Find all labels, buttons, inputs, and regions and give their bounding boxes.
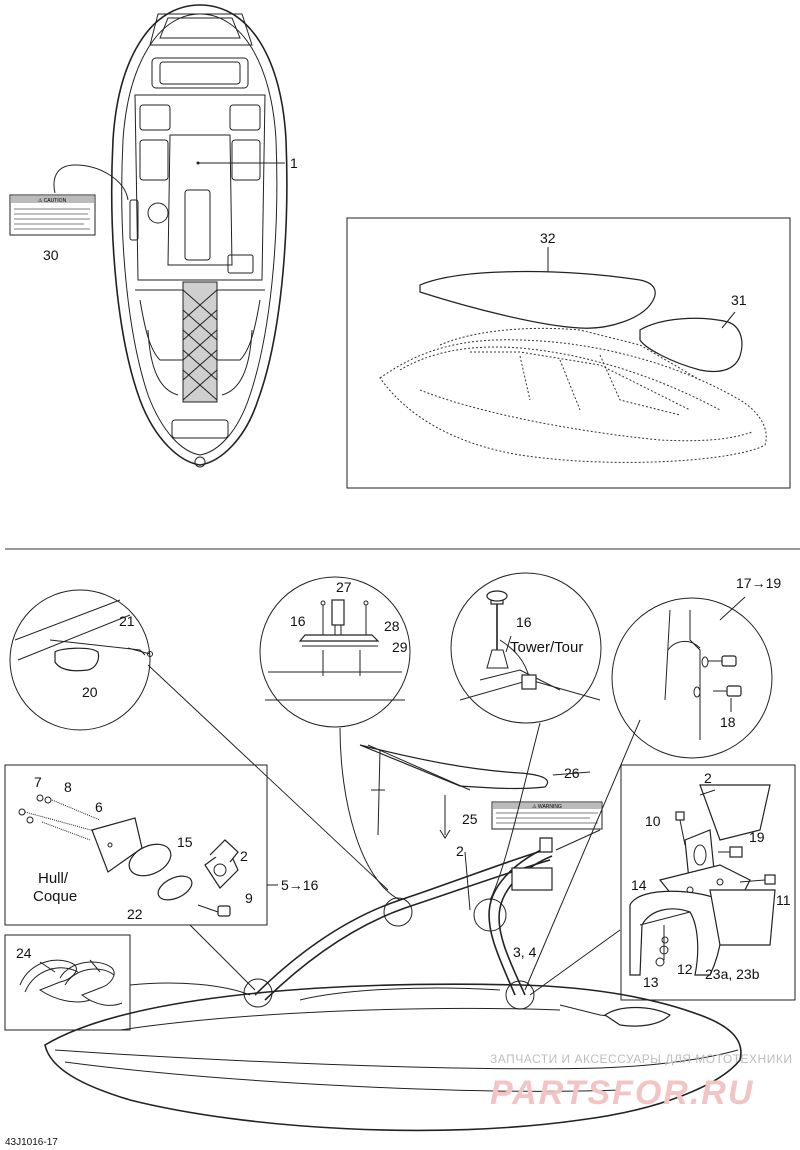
- callout-5-16: 5→16: [281, 877, 319, 893]
- callout-31: 31: [731, 292, 747, 308]
- bracket-panel: [620, 764, 796, 1001]
- callout-30: 30: [43, 247, 59, 263]
- callout-15: 15: [177, 834, 193, 850]
- hull-mount-panel: [4, 764, 268, 926]
- callout-19: 19: [749, 829, 765, 845]
- detail-circle-bolts: [611, 596, 773, 759]
- coque-label: Coque: [33, 888, 77, 905]
- callout-6: 6: [95, 799, 103, 815]
- callout-10: 10: [645, 813, 661, 829]
- callout-7: 7: [34, 774, 42, 790]
- callout-16a: 16: [290, 613, 306, 629]
- diagram-code: 43J1016-17: [5, 1137, 58, 1148]
- callout-18: 18: [720, 714, 736, 730]
- callout-28: 28: [384, 618, 400, 634]
- callout-27: 27: [336, 579, 352, 595]
- callout-1: 1: [290, 155, 298, 171]
- callout-3-4: 3, 4: [513, 944, 537, 960]
- callout-8: 8: [64, 779, 72, 795]
- caution-label-text: ⚠ CAUTION: [38, 198, 67, 204]
- tower-tour-label: Tower/Tour: [510, 639, 583, 656]
- hull-label: Hull/: [38, 870, 69, 887]
- detail-circle-tower-light: [450, 572, 602, 724]
- callout-2c: 2: [704, 770, 712, 786]
- callout-32: 32: [540, 230, 556, 246]
- callout-12: 12: [677, 961, 693, 977]
- callout-20: 20: [82, 684, 98, 700]
- callout-24: 24: [16, 945, 32, 961]
- warning-label-text: ⚠ WARNING: [532, 804, 562, 810]
- callout-21: 21: [119, 613, 135, 629]
- boat-top-view: [53, 4, 288, 468]
- callout-2a: 2: [240, 848, 248, 864]
- strap-panel: [4, 934, 131, 1031]
- callout-29: 29: [392, 639, 408, 655]
- detail-circle-cleat: [259, 576, 411, 728]
- callout-13: 13: [643, 974, 659, 990]
- seat-cover-panel: [346, 217, 791, 489]
- callout-9: 9: [245, 890, 253, 906]
- callout-23: 23a, 23b: [705, 966, 760, 982]
- callout-11: 11: [776, 892, 791, 908]
- callout-25: 25: [462, 811, 478, 827]
- callout-14: 14: [631, 877, 647, 893]
- callout-16b: 16: [516, 614, 532, 630]
- detail-circle-mirror: [9, 589, 153, 731]
- watermark-logo: PARTSFOR.RU: [490, 1074, 754, 1112]
- callout-17-19: 17→19: [736, 575, 781, 591]
- callout-2b: 2: [456, 843, 464, 859]
- callout-22: 22: [127, 906, 143, 922]
- boat-with-tower: ⚠ WARNING: [44, 664, 742, 1132]
- callout-26: 26: [564, 765, 580, 781]
- watermark-text: ЗАПЧАСТИ И АКСЕССУАРЫ ДЛЯ МОТОТЕХНИКИ: [490, 1052, 792, 1066]
- caution-label-decal: ⚠ CAUTION: [9, 194, 96, 236]
